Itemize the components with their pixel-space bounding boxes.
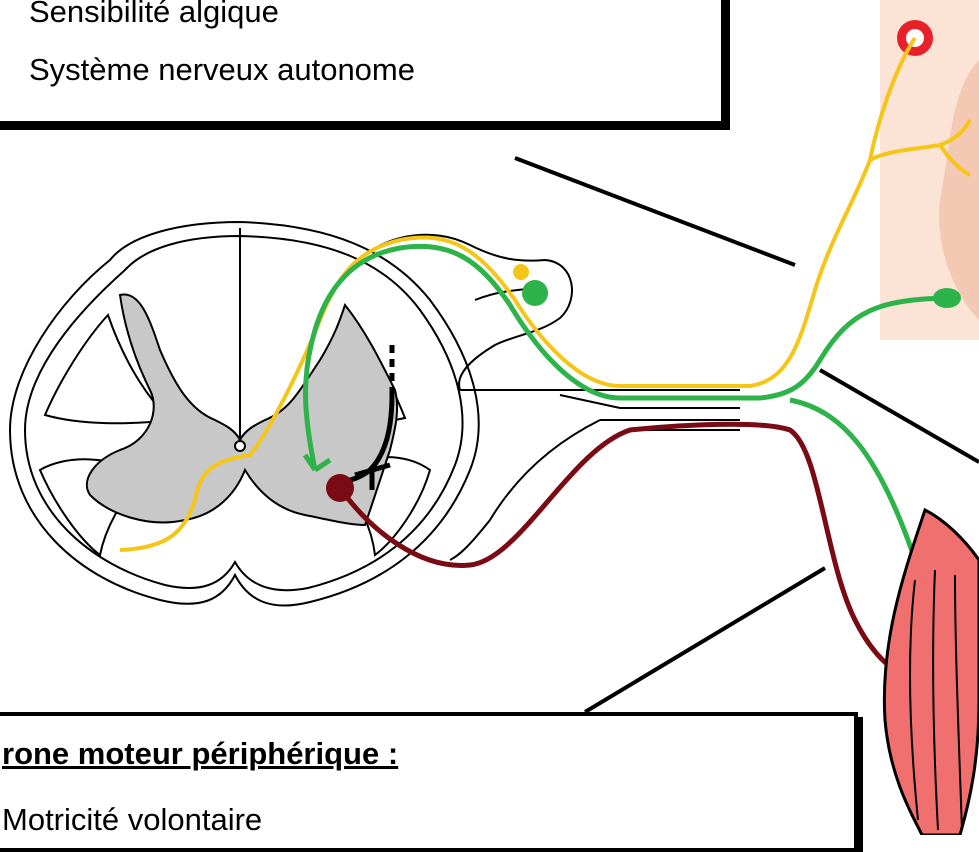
sensory-ganglion-cell [513, 264, 529, 280]
motor-neuron-cell-body [326, 474, 354, 502]
sensory-info-box: Sensibilité algique Système nerveux auto… [0, 0, 725, 125]
bottom-box-line-1: Motricité volontaire [2, 802, 262, 838]
muscle-icon [884, 510, 979, 835]
motor-info-box: rone moteur périphérique : Motricité vol… [0, 712, 858, 852]
top-box-line-1: Sensibilité algique [29, 0, 279, 30]
top-box-line-2: Système nerveux autonome [29, 52, 415, 88]
autonomic-ganglion-cell [522, 280, 548, 306]
autonomic-ending [933, 288, 961, 308]
bottom-box-title: rone moteur périphérique : [2, 736, 398, 772]
central-canal [235, 441, 245, 451]
